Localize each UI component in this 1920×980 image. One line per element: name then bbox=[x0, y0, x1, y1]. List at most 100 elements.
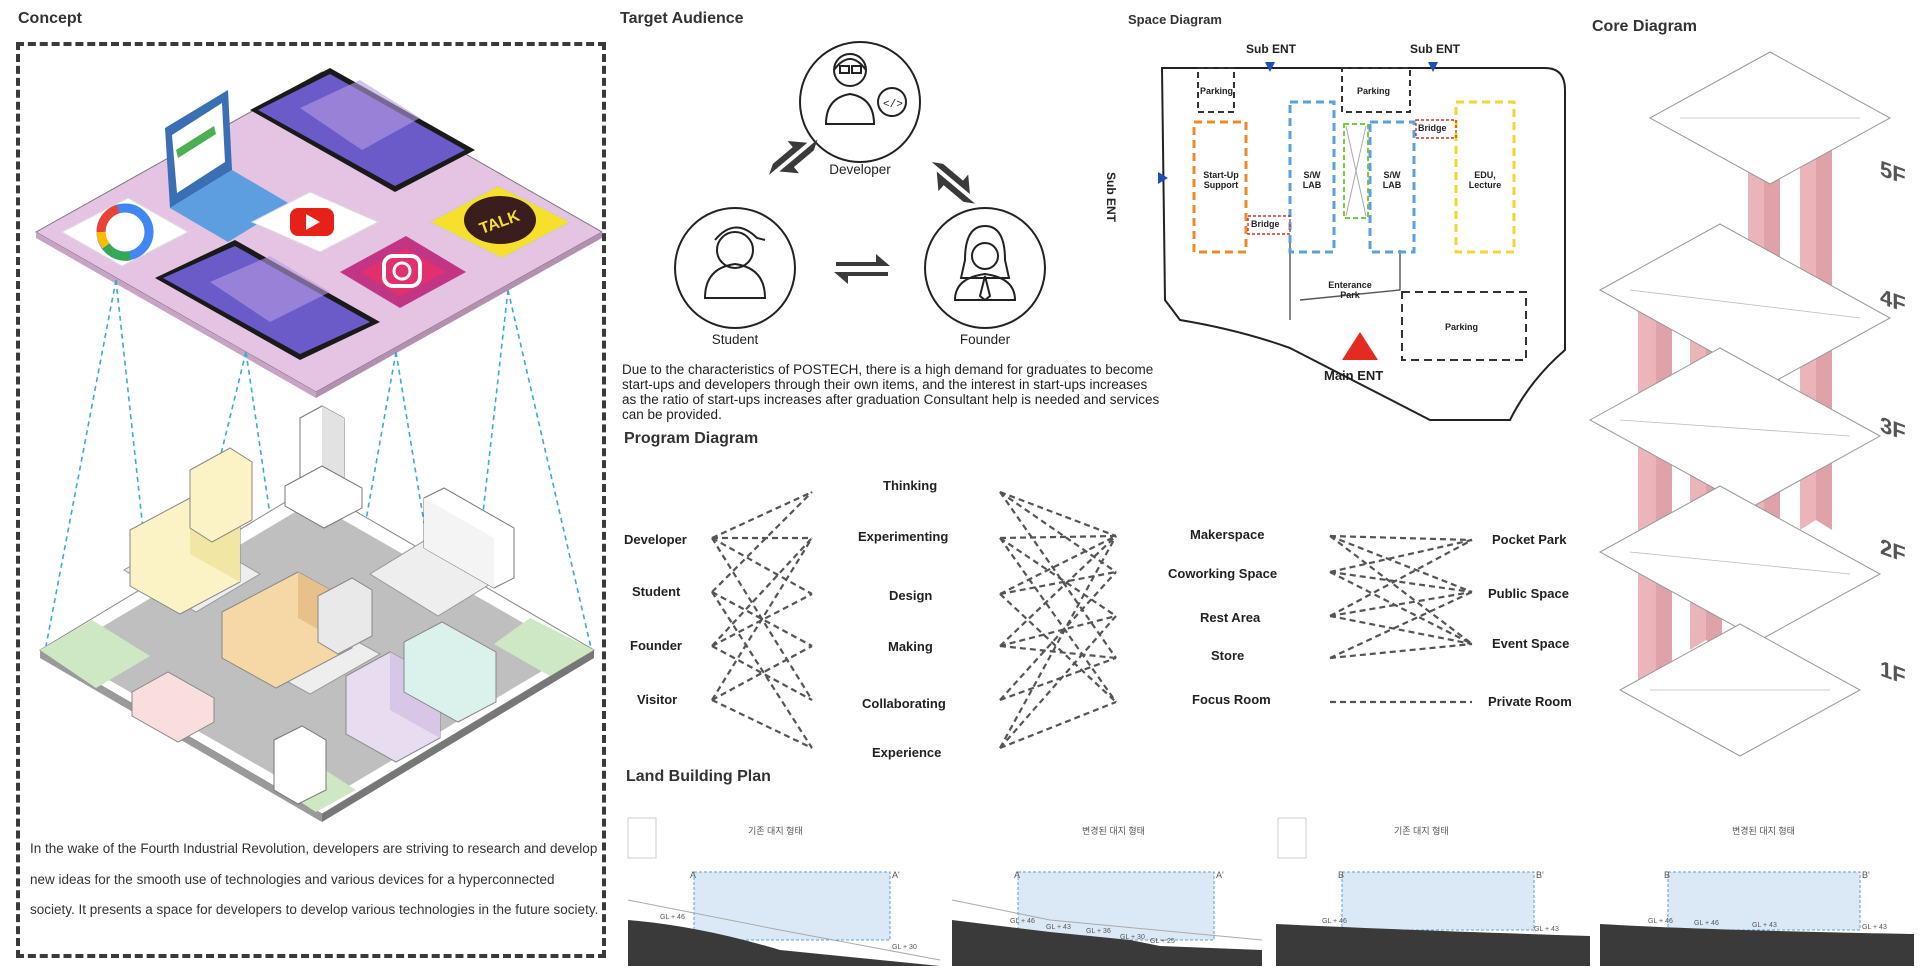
activity-making: Making bbox=[888, 639, 933, 654]
edu-box bbox=[1454, 100, 1516, 254]
startup-box bbox=[1192, 120, 1248, 254]
activity-collaborating: Collaborating bbox=[862, 696, 946, 711]
instagram-icon bbox=[340, 236, 466, 308]
white-building bbox=[423, 487, 515, 589]
section-4-caption: 변경된 대지 형태 bbox=[1732, 826, 1795, 836]
student-label: Student bbox=[711, 332, 759, 347]
core-title: Core Diagram bbox=[1592, 18, 1697, 35]
main-ent-label: Main ENT bbox=[1324, 368, 1384, 383]
target-title: Target Audience bbox=[620, 10, 744, 27]
public-pocket-park: Pocket Park bbox=[1492, 532, 1567, 547]
bridge-box-2 bbox=[1415, 119, 1457, 139]
google-icon bbox=[60, 197, 190, 267]
activity-design: Design bbox=[889, 588, 933, 603]
user-student: Student bbox=[632, 584, 681, 599]
section-1-gl-1: GL + 46 bbox=[660, 914, 685, 921]
section-4-gl-4: GL + 43 bbox=[1862, 924, 1887, 931]
section-4-right: B' bbox=[1862, 870, 1870, 880]
section-1-left: A bbox=[690, 870, 697, 880]
founder-label: Founder bbox=[959, 332, 1011, 347]
activity-thinking: Thinking bbox=[883, 478, 938, 493]
land-section-1 bbox=[627, 817, 941, 966]
section-2-gl-2: GL + 43 bbox=[1046, 924, 1071, 931]
founder-icon bbox=[953, 224, 1017, 302]
space-rest-area: Rest Area bbox=[1200, 610, 1261, 625]
section-4-gl-2: GL + 46 bbox=[1694, 920, 1719, 927]
section-2-left: A bbox=[1014, 870, 1021, 880]
section-1-caption: 기존 대지 형태 bbox=[748, 826, 803, 836]
entrance-park-label: Enterance Park bbox=[1328, 280, 1372, 300]
space-makerspace: Makerspace bbox=[1190, 527, 1265, 542]
section-2-right: A' bbox=[1216, 870, 1224, 880]
concept-frame bbox=[16, 42, 606, 958]
section-2-gl-3: GL + 36 bbox=[1086, 928, 1111, 935]
void-box bbox=[1343, 123, 1369, 219]
core-column bbox=[1638, 280, 1656, 690]
mint-building bbox=[403, 621, 497, 723]
kakao-talk-icon: TALK bbox=[428, 185, 572, 259]
public-event-space: Event Space bbox=[1492, 636, 1570, 651]
section-3-gl-1: GL + 46 bbox=[1322, 918, 1347, 925]
pink-building bbox=[131, 671, 215, 743]
main-ent-marker bbox=[1342, 332, 1378, 360]
sub-ent-marker-1 bbox=[1265, 62, 1275, 72]
user-developer: Developer bbox=[624, 532, 687, 547]
section-4-left: B bbox=[1664, 870, 1671, 880]
developer-label: Developer bbox=[829, 162, 891, 177]
sub-ent-label-2: Sub ENT bbox=[1410, 42, 1460, 56]
phone-icon bbox=[155, 240, 380, 360]
section-3-caption: 기존 대지 형태 bbox=[1394, 826, 1449, 836]
land-section-4 bbox=[1600, 871, 1914, 966]
sub-ent-marker-2 bbox=[1428, 62, 1438, 72]
activity-experience: Experience bbox=[872, 745, 942, 760]
developer-icon: </> bbox=[824, 53, 907, 125]
edu-label: EDU, Lecture bbox=[1468, 170, 1502, 190]
parking-bottom-box bbox=[1401, 291, 1527, 361]
activity-experimenting: Experimenting bbox=[858, 529, 949, 544]
startup-label: Start-Up Support bbox=[1203, 170, 1239, 190]
sub-ent-marker-side bbox=[1158, 172, 1168, 184]
yellow-building bbox=[129, 447, 253, 615]
concept-body: In the wake of the Fourth Industrial Rev… bbox=[30, 841, 599, 917]
program-title: Program Diagram bbox=[624, 430, 759, 447]
section-3-right: B' bbox=[1536, 870, 1544, 880]
land-section-3 bbox=[1276, 817, 1590, 966]
sw-lab-box-1 bbox=[1288, 100, 1336, 254]
section-2-gl-5: GL + 25 bbox=[1150, 938, 1175, 945]
bridge-label-2: Bridge bbox=[1418, 123, 1447, 133]
laptop-icon bbox=[165, 90, 290, 242]
small-building bbox=[273, 725, 327, 805]
section-4-gl-1: GL + 46 bbox=[1648, 918, 1673, 925]
sw-lab-label-1: S/W LAB bbox=[1302, 170, 1322, 190]
user-visitor: Visitor bbox=[637, 692, 678, 707]
space-title: Space Diagram bbox=[1128, 12, 1222, 27]
section-4-gl-3: GL + 43 bbox=[1752, 922, 1777, 929]
section-2-gl-1: GL + 46 bbox=[1010, 918, 1035, 925]
parking-top-box bbox=[1341, 67, 1411, 113]
space-coworking: Coworking Space bbox=[1168, 566, 1278, 581]
sub-ent-label-1: Sub ENT bbox=[1246, 42, 1296, 56]
phone-icon bbox=[250, 68, 475, 192]
section-2-gl-4: GL + 30 bbox=[1120, 934, 1145, 941]
target-body: Due to the characteristics of POSTECH, t… bbox=[622, 362, 1160, 422]
user-founder: Founder bbox=[630, 638, 682, 653]
parking-small-label: Parking bbox=[1200, 86, 1234, 96]
bridge-label-1: Bridge bbox=[1251, 219, 1280, 229]
space-focus-room: Focus Room bbox=[1192, 692, 1271, 707]
bridge-box-1 bbox=[1247, 215, 1291, 235]
svg-text:</>: </> bbox=[883, 99, 903, 111]
student-icon bbox=[703, 226, 767, 299]
youtube-icon bbox=[250, 191, 380, 253]
concept-title: Concept bbox=[18, 10, 82, 27]
sw-lab-label-2: S/W LAB bbox=[1382, 170, 1402, 190]
parking-bottom-label: Parking bbox=[1445, 322, 1479, 332]
space-store: Store bbox=[1211, 648, 1245, 663]
section-1-gl-2: GL + 30 bbox=[892, 944, 917, 951]
white-tower bbox=[284, 405, 363, 529]
